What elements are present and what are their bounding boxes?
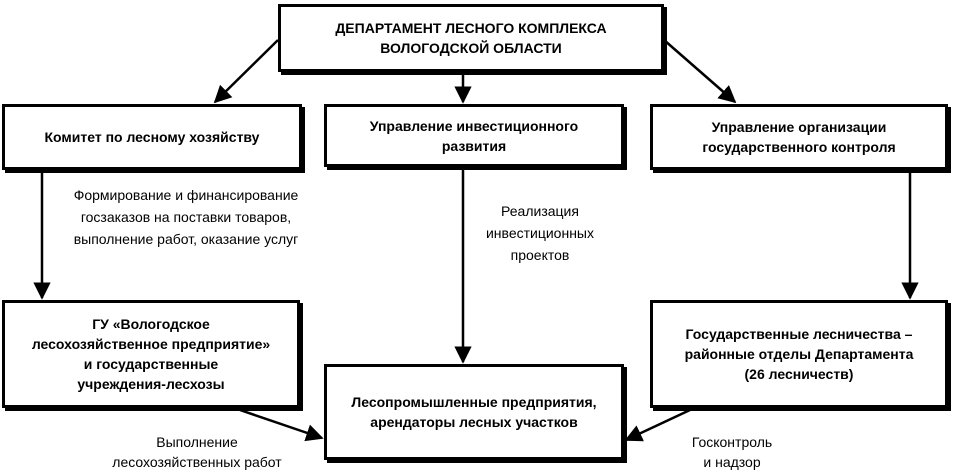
node-forestry-committee-label: Комитет по лесному хозяйству (44, 129, 260, 145)
node-department-label: ДЕПАРТАМЕНТ ЛЕСНОГО КОМПЛЕКСА ВОЛОГОДСКО… (335, 20, 607, 56)
node-control-department-label: Управление организации государственного … (702, 119, 896, 155)
node-timber-enterprises-label: Лесопромышленные предприятия, арендаторы… (351, 394, 597, 430)
arrow-forestries-to-enterprises (624, 408, 691, 442)
edge-label-forestries-to-enterprises: Госконтроль и надзор (691, 434, 773, 470)
node-gu-enterprise: ГУ «Вологодское лесохозяйственное предпр… (2, 300, 300, 408)
node-investment-department-label: Управление инвестиционного развития (369, 117, 579, 154)
node-state-forestries: Государственные лесничества – районные о… (650, 300, 948, 408)
arrow-top-to-committee (213, 39, 279, 104)
node-forestry-committee: Комитет по лесному хозяйству (2, 104, 302, 170)
node-state-forestries-label: Государственные лесничества – районные о… (684, 326, 914, 382)
node-timber-enterprises: Лесопромышленные предприятия, арендаторы… (324, 364, 624, 460)
arrow-top-to-control (663, 39, 737, 104)
edge-label-gu-to-enterprises: Выполнение лесохозяйственных работ (112, 434, 282, 470)
node-department: ДЕПАРТАМЕНТ ЛЕСНОГО КОМПЛЕКСА ВОЛОГОДСКО… (278, 4, 664, 72)
edge-label-investment-to-enterprises: Реализация инвестиционных проектов (485, 203, 594, 263)
node-investment-department: Управление инвестиционного развития (324, 104, 624, 167)
node-gu-enterprise-label: ГУ «Вологодское лесохозяйственное предпр… (31, 316, 271, 392)
edge-label-committee-to-gu: Формирование и финансирование госзаказов… (73, 187, 299, 247)
node-control-department: Управление организации государственного … (650, 104, 948, 170)
arrow-gu-to-enterprises (239, 408, 324, 442)
